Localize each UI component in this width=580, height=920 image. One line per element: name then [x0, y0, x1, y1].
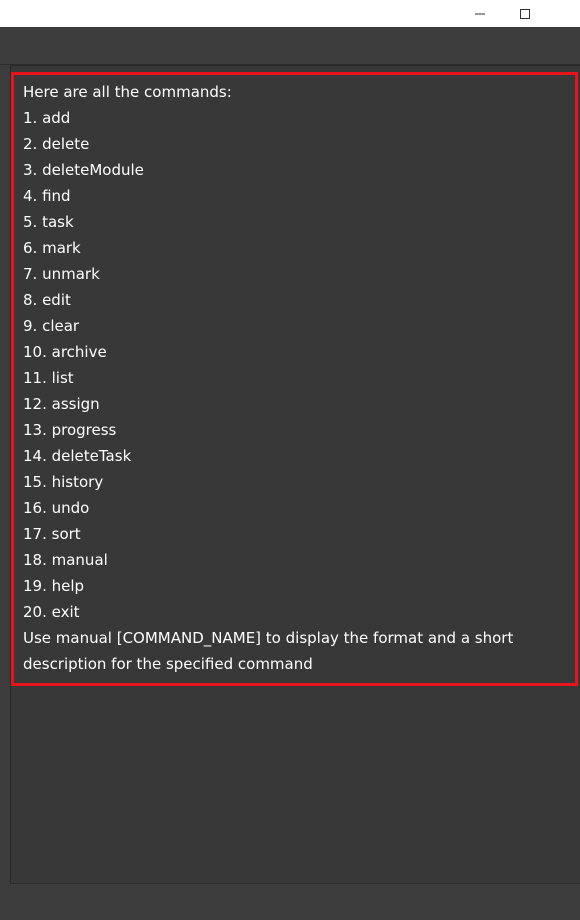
command-item: 2. delete [23, 135, 90, 153]
result-footer-line: Use manual [COMMAND_NAME] to display the… [23, 629, 514, 647]
command-item: 11. list [23, 369, 74, 387]
command-item: 7. unmark [23, 265, 100, 283]
command-item: 6. mark [23, 239, 81, 257]
minimize-button[interactable] [457, 0, 502, 27]
menu-bar [0, 27, 580, 64]
maximize-button[interactable] [502, 0, 547, 27]
menu-bar-divider [0, 64, 580, 65]
result-header: Here are all the commands: [23, 83, 232, 101]
command-item: 16. undo [23, 499, 90, 517]
command-item: 1. add [23, 109, 71, 127]
command-item: 10. archive [23, 343, 107, 361]
window-titlebar [0, 0, 580, 27]
command-item: 3. deleteModule [23, 161, 144, 179]
status-bar [0, 889, 580, 920]
command-item: 19. help [23, 577, 85, 595]
command-item: 14. deleteTask [23, 447, 132, 465]
command-item: 17. sort [23, 525, 81, 543]
command-item: 18. manual [23, 551, 108, 569]
command-item: 8. edit [23, 291, 71, 309]
command-item: 5. task [23, 213, 74, 231]
command-list-result: Here are all the commands: 1. add 2. del… [11, 72, 578, 686]
maximize-icon [519, 8, 530, 19]
minimize-icon [474, 13, 485, 14]
command-item: 12. assign [23, 395, 100, 413]
command-item: 9. clear [23, 317, 80, 335]
command-item: 15. history [23, 473, 104, 491]
command-item: 13. progress [23, 421, 117, 439]
command-item: 4. find [23, 187, 71, 205]
command-item: 20. exit [23, 603, 80, 621]
result-footer-line: description for the specified command [23, 655, 313, 673]
